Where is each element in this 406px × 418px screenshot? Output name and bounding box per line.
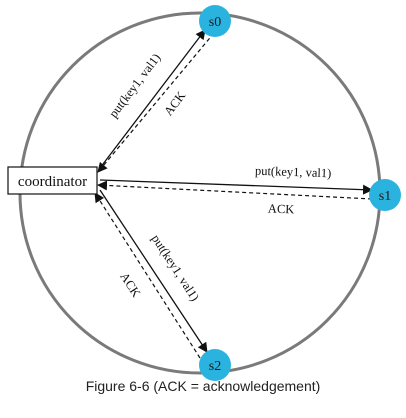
edge-label-s0-ack: ACK — [161, 89, 188, 119]
edge-label-s1-put: put(key1, val1) — [255, 164, 332, 181]
ack-arrow-s2 — [94, 192, 201, 359]
edge-label-s1-ack: ACK — [268, 202, 295, 217]
edge-label-s0-put: put(key1, val1) — [106, 51, 163, 120]
put-arrow-s1 — [99, 179, 373, 195]
edge-label-s2-ack: ACK — [117, 270, 143, 300]
coordinator-box — [7, 166, 98, 195]
coordinator-label: coordinator — [18, 174, 87, 190]
figure-caption: Figure 6-6 (ACK = acknowledgement) — [85, 378, 321, 394]
edge-label-s2-put: put(key1, val1) — [149, 232, 202, 304]
put-arrow-s2 — [99, 189, 208, 353]
node-s2-label: s2 — [209, 359, 221, 374]
put-arrow-s0 — [99, 29, 206, 169]
node-s1: s1 — [369, 179, 401, 211]
node-s0-label: s0 — [209, 15, 221, 30]
node-s0: s0 — [199, 5, 231, 37]
node-s1-label: s1 — [379, 189, 391, 204]
node-s2: s2 — [199, 349, 231, 381]
ack-arrow-s0 — [97, 32, 215, 173]
ack-arrow-s1 — [97, 180, 373, 200]
